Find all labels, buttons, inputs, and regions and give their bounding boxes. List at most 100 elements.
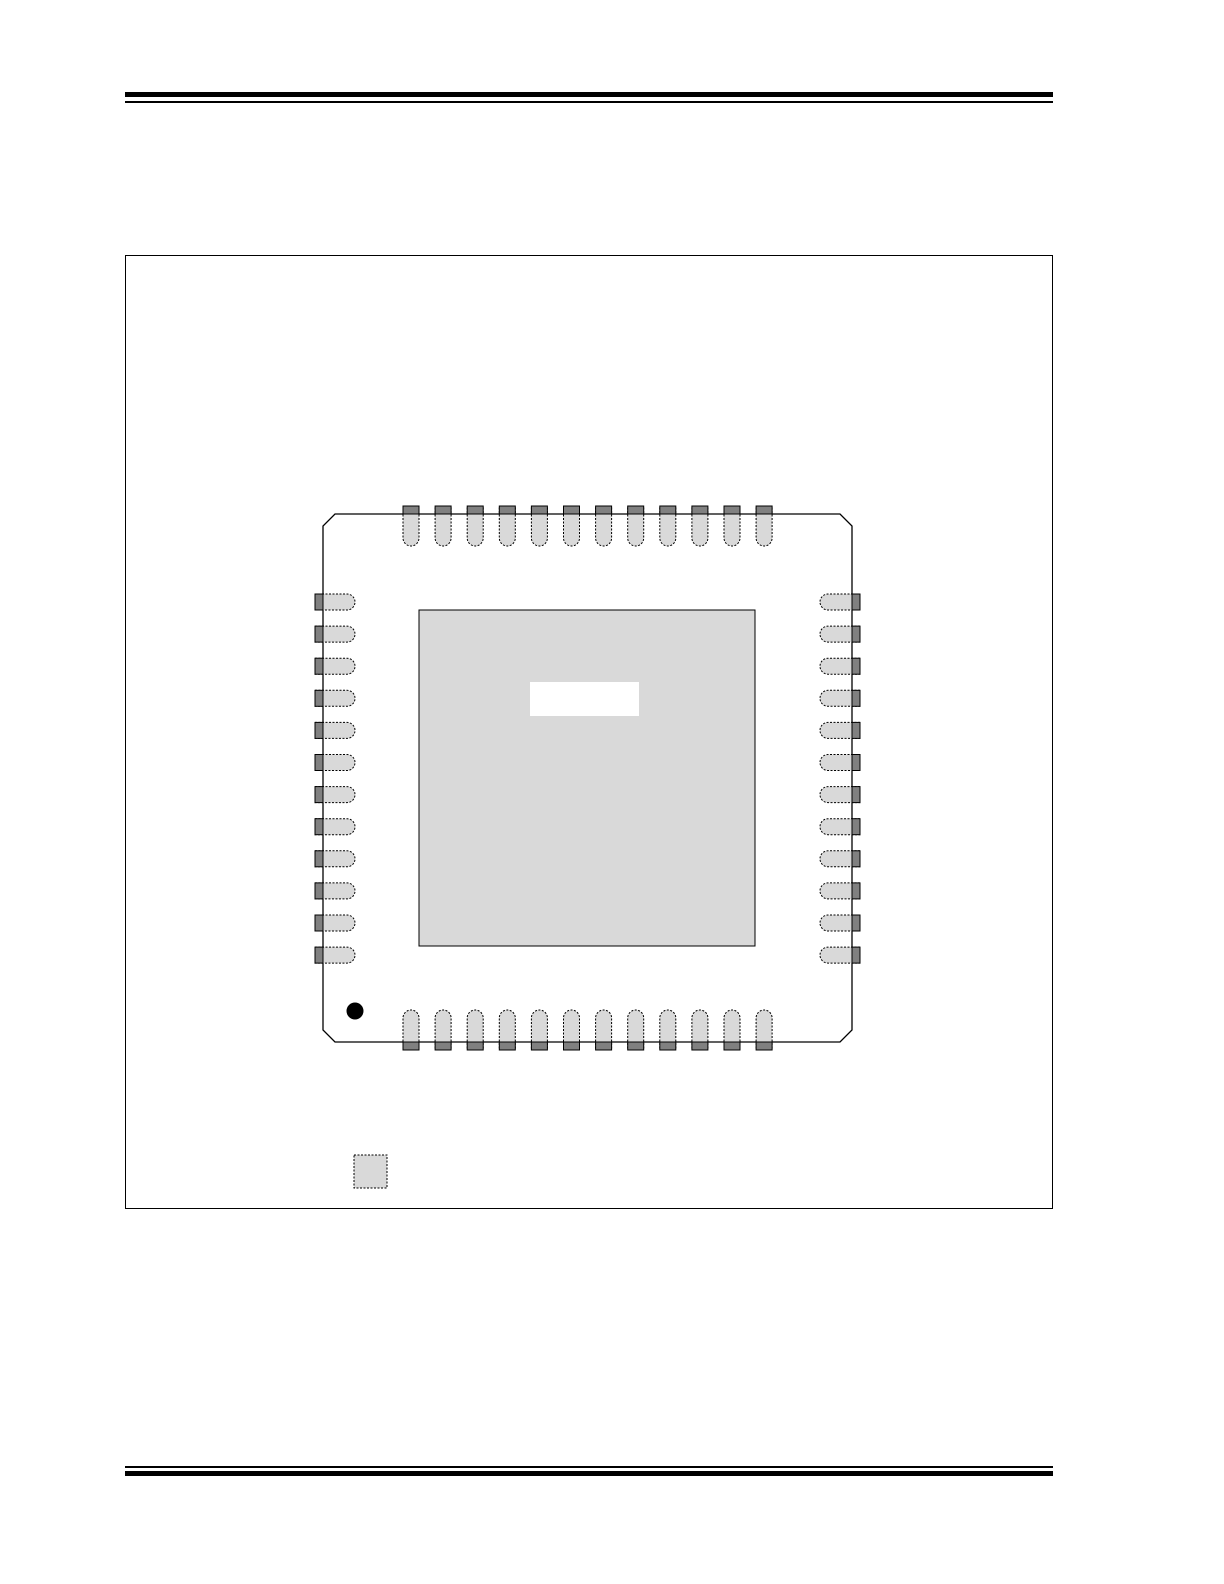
pin-lead bbox=[530, 505, 548, 547]
pin-lead bbox=[314, 914, 356, 932]
pins-left-side bbox=[314, 593, 356, 964]
pin-top bbox=[595, 505, 613, 547]
pin-left bbox=[314, 818, 356, 836]
pin-right bbox=[819, 882, 861, 900]
pin-right bbox=[819, 657, 861, 675]
pin-lead bbox=[819, 882, 861, 900]
pin-lead bbox=[314, 850, 356, 868]
pin-foot bbox=[627, 505, 645, 515]
pin-lead bbox=[755, 505, 773, 547]
pin-bottom bbox=[530, 1009, 548, 1051]
pin-top bbox=[723, 505, 741, 547]
pin-lead bbox=[819, 914, 861, 932]
pins-bottom-side bbox=[402, 1009, 773, 1051]
pin-lead bbox=[691, 505, 709, 547]
pin-lead bbox=[434, 1009, 452, 1051]
pin-lead bbox=[819, 786, 861, 804]
pin-left bbox=[314, 754, 356, 771]
pin-foot bbox=[755, 1041, 773, 1051]
pin-foot bbox=[314, 721, 324, 739]
pin-bottom bbox=[755, 1009, 773, 1051]
pin-foot bbox=[627, 1041, 645, 1051]
pin-lead bbox=[402, 505, 420, 547]
pin-lead bbox=[819, 818, 861, 836]
pin-right bbox=[819, 786, 861, 804]
pin-top bbox=[659, 505, 677, 547]
pin-lead bbox=[498, 505, 516, 547]
pin-right bbox=[819, 850, 861, 868]
pin-foot bbox=[314, 625, 324, 643]
pin-foot bbox=[595, 505, 613, 515]
header-rule-thin bbox=[125, 101, 1053, 103]
pin-lead bbox=[819, 593, 861, 611]
pin-lead bbox=[402, 1009, 420, 1051]
pin-lead bbox=[627, 1009, 645, 1051]
pin-foot bbox=[314, 689, 324, 707]
pin-lead bbox=[314, 818, 356, 836]
pin-left bbox=[314, 721, 356, 739]
pin-foot bbox=[563, 1041, 580, 1051]
pin-lead bbox=[819, 754, 861, 771]
pin-foot bbox=[851, 946, 861, 964]
footer-rule-thick bbox=[125, 1471, 1053, 1476]
pin-foot bbox=[434, 1041, 452, 1051]
pin-foot bbox=[851, 593, 861, 611]
pin-bottom bbox=[498, 1009, 516, 1051]
pin-bottom bbox=[659, 1009, 677, 1051]
pin-right bbox=[819, 946, 861, 964]
pin-top bbox=[755, 505, 773, 547]
exposed-pad-label-box bbox=[530, 682, 639, 716]
pin-foot bbox=[595, 1041, 613, 1051]
pin-foot bbox=[466, 1041, 484, 1051]
pin-foot bbox=[691, 1041, 709, 1051]
pin-foot bbox=[498, 1041, 516, 1051]
pin-foot bbox=[723, 505, 741, 515]
pin-lead bbox=[627, 505, 645, 547]
pin-foot bbox=[851, 625, 861, 643]
pin-foot bbox=[530, 1041, 548, 1051]
pin-foot bbox=[851, 786, 861, 804]
pin-lead bbox=[314, 946, 356, 964]
pin-foot bbox=[402, 1041, 420, 1051]
pin-foot bbox=[530, 505, 548, 515]
pin-lead bbox=[723, 505, 741, 547]
pin-foot bbox=[498, 505, 516, 515]
pin-lead bbox=[434, 505, 452, 547]
pin-foot bbox=[563, 505, 580, 515]
pin-right bbox=[819, 593, 861, 611]
pin-bottom bbox=[466, 1009, 484, 1051]
pin-foot bbox=[314, 657, 324, 675]
pin-foot bbox=[659, 1041, 677, 1051]
pin-lead bbox=[819, 657, 861, 675]
pin-left bbox=[314, 946, 356, 964]
pin-lead bbox=[819, 850, 861, 868]
pin-lead bbox=[314, 882, 356, 900]
pin-foot bbox=[314, 914, 324, 932]
pin-foot bbox=[314, 754, 324, 771]
pin-left bbox=[314, 786, 356, 804]
pin-bottom bbox=[595, 1009, 613, 1051]
header-rule-thick bbox=[125, 92, 1053, 97]
pin-left bbox=[314, 593, 356, 611]
pin-lead bbox=[563, 1009, 580, 1051]
pin-lead bbox=[466, 505, 484, 547]
pin-lead bbox=[659, 1009, 677, 1051]
pin-foot bbox=[851, 818, 861, 836]
pin-lead bbox=[314, 721, 356, 739]
pin-right bbox=[819, 818, 861, 836]
pin-lead bbox=[691, 1009, 709, 1051]
pin-top bbox=[434, 505, 452, 547]
pin-bottom bbox=[434, 1009, 452, 1051]
pin-bottom bbox=[691, 1009, 709, 1051]
footer-rule-thin bbox=[125, 1466, 1053, 1468]
pin-foot bbox=[314, 946, 324, 964]
pin-lead bbox=[755, 1009, 773, 1051]
pin-bottom bbox=[563, 1009, 580, 1051]
exposed-pad bbox=[418, 609, 756, 947]
pins-top-side bbox=[402, 505, 773, 547]
pin-foot bbox=[659, 505, 677, 515]
pin-lead bbox=[314, 786, 356, 804]
pin-left bbox=[314, 914, 356, 932]
pin-foot bbox=[851, 914, 861, 932]
pin-foot bbox=[314, 882, 324, 900]
